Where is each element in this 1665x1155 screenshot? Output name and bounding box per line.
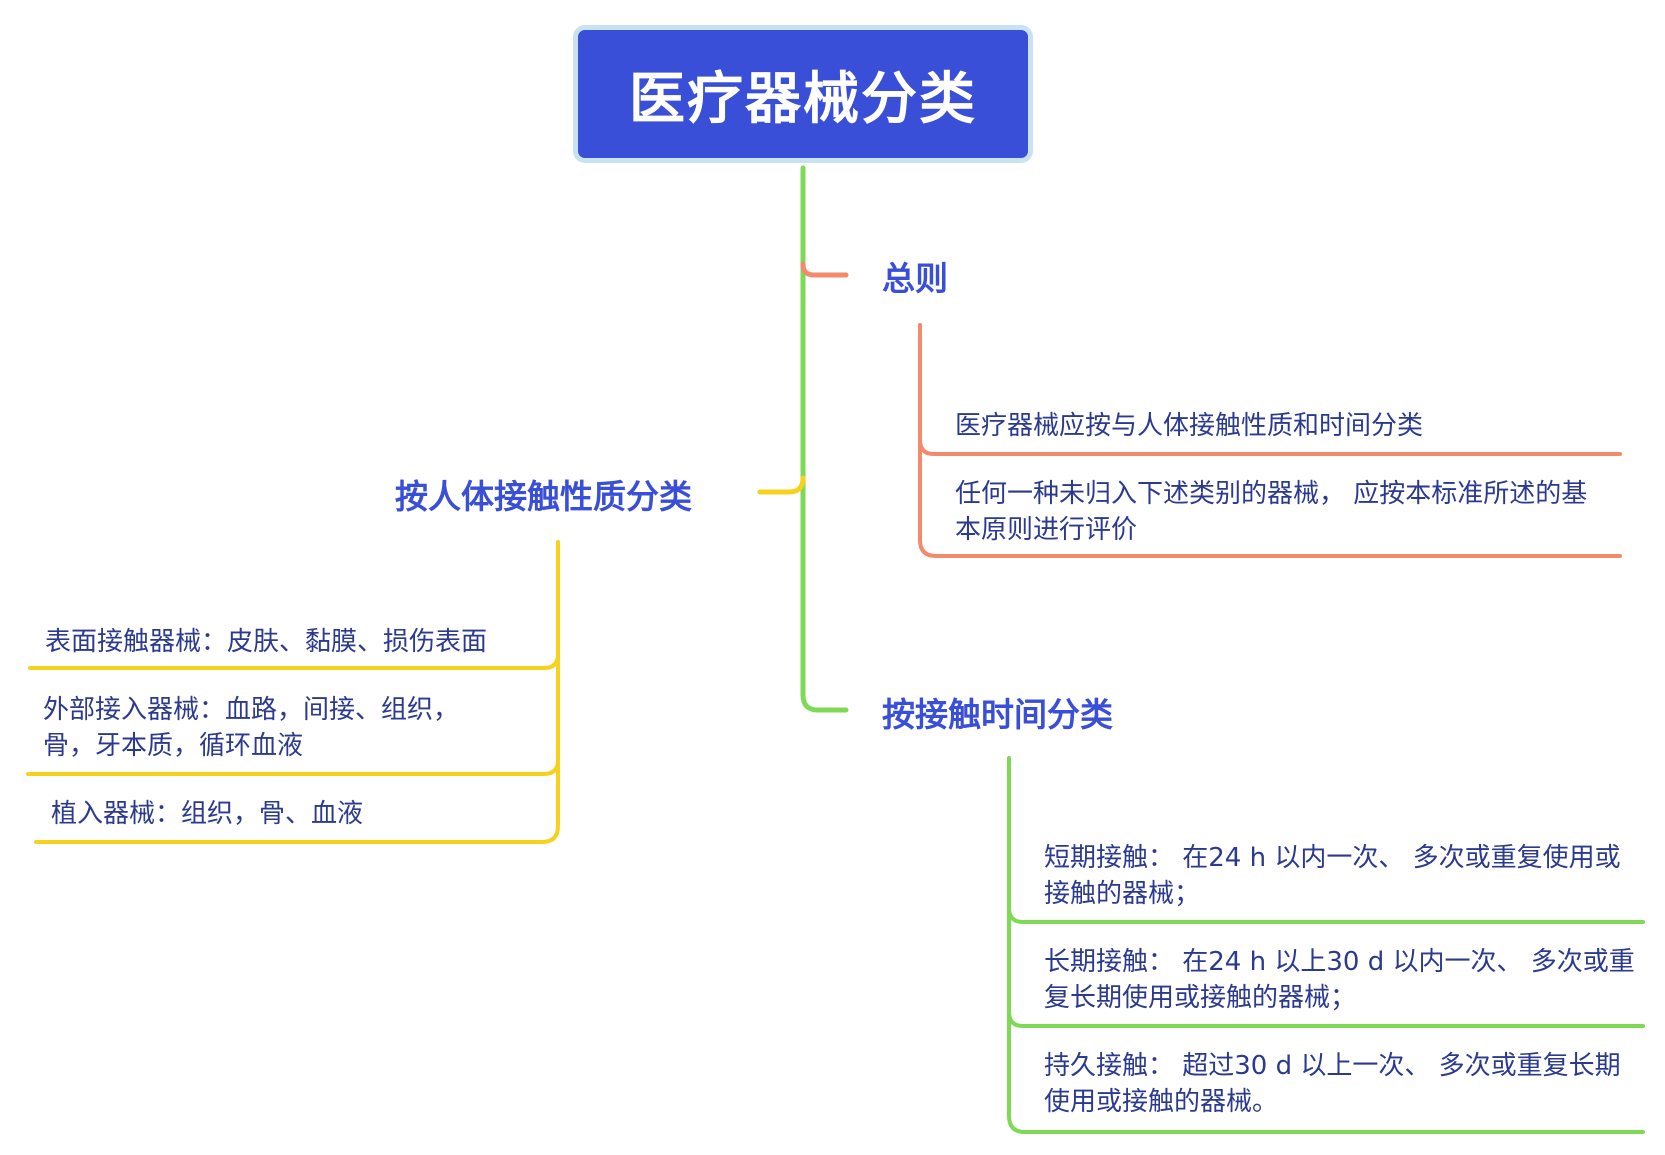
duration-leaf-underline-2 <box>1007 1010 1645 1028</box>
nature-connector <box>757 475 806 495</box>
general-vertical <box>918 323 938 558</box>
nature-leaf-underline-1 <box>28 652 560 670</box>
general-leaf-underline-1 <box>918 438 1622 456</box>
branch-title-duration[interactable]: 按接触时间分类 <box>882 695 1113 734</box>
nature-leaf-3[interactable]: 植入器械：组织，骨、血液 <box>51 799 364 829</box>
branch-title-nature[interactable]: 按人体接触性质分类 <box>395 477 692 516</box>
general-leaf-2[interactable]: 任何一种未归入下述类别的器械， 应按本标准所述的基本原则进行评价 <box>955 479 1588 545</box>
root-title: 医疗器械分类 <box>629 66 977 132</box>
nature-leaf-1[interactable]: 表面接触器械：皮肤、黏膜、损伤表面 <box>45 627 488 657</box>
root-topic[interactable]: 医疗器械分类 <box>573 25 1033 163</box>
duration-leaf-underline-1 <box>1007 906 1645 924</box>
nature-leaf-underline-2 <box>26 758 560 776</box>
general-leaf-1[interactable]: 医疗器械应按与人体接触性质和时间分类 <box>955 411 1424 441</box>
nature-vertical <box>540 540 560 844</box>
duration-leaf-3[interactable]: 持久接触： 超过30 d 以上一次、 多次或重复长期使用或接触的器械。 <box>1044 1051 1621 1117</box>
duration-leaf-1[interactable]: 短期接触： 在24 h 以内一次、 多次或重复使用或接触的器械； <box>1044 843 1621 909</box>
duration-vertical <box>1007 756 1027 1134</box>
nature-leaf-2[interactable]: 外部接入器械：血路，间接、组织，骨，牙本质，循环血液 <box>43 695 460 761</box>
duration-leaf-2[interactable]: 长期接触： 在24 h 以上30 d 以内一次、 多次或重复长期使用或接触的器械… <box>1044 947 1635 1013</box>
general-connector <box>800 261 849 278</box>
branch-title-general[interactable]: 总则 <box>882 259 948 298</box>
trunk-line <box>800 165 849 713</box>
